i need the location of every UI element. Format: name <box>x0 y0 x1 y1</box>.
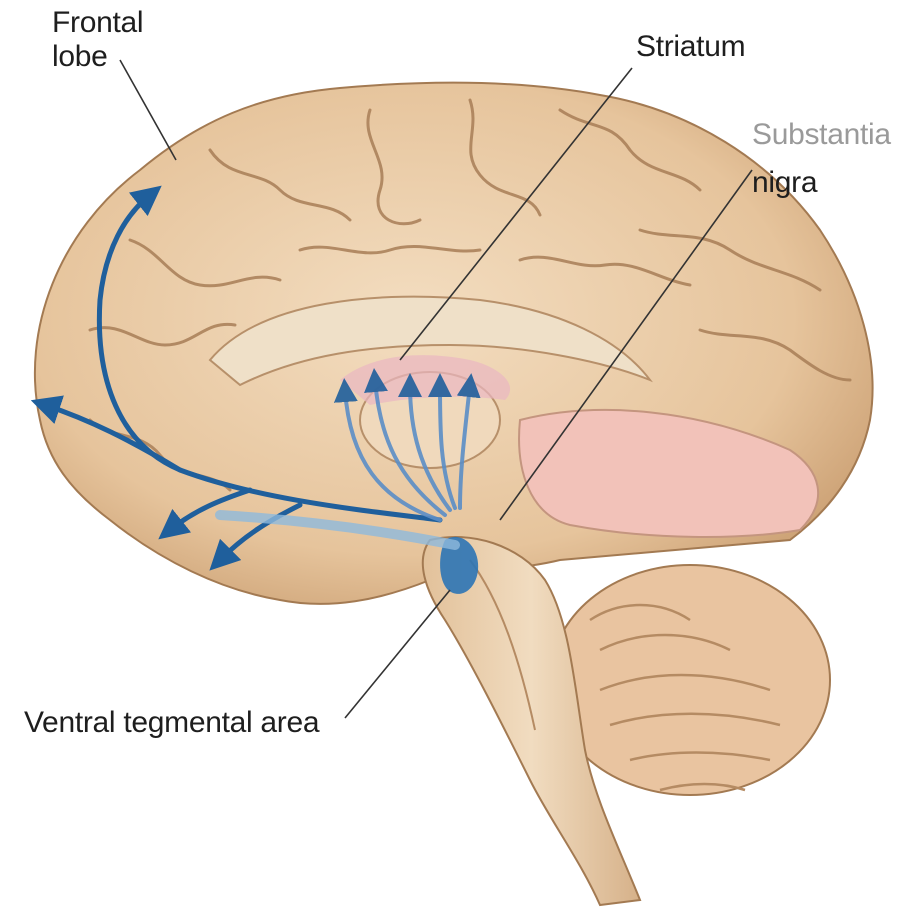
cerebellum <box>550 565 830 795</box>
label-ventral-tegmental-area: Ventral tegmental area <box>24 706 319 740</box>
label-striatum: Striatum <box>636 30 745 64</box>
label-substantia: Substantia <box>752 118 891 152</box>
label-nigra: nigra <box>752 166 817 200</box>
label-frontal-line1: Frontal <box>52 6 143 40</box>
leader-vta <box>345 590 450 718</box>
leader-frontal <box>120 60 176 160</box>
label-frontal-line2: lobe <box>52 40 143 74</box>
label-frontal-lobe: Frontal lobe <box>52 6 143 74</box>
